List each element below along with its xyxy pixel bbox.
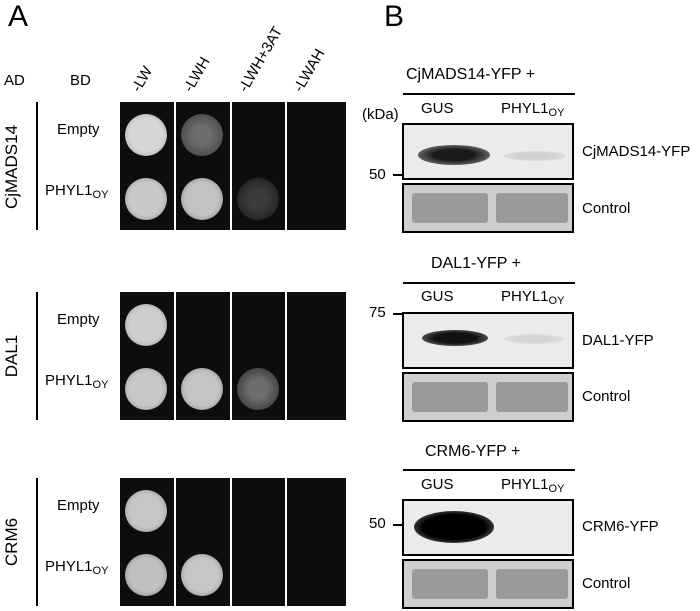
group-label-dal1: DAL1 — [2, 334, 21, 378]
panel-b-letter: B — [384, 0, 405, 33]
yeast-plate-dal1 — [120, 292, 346, 420]
bd-label-phyl1: PHYL1OY — [45, 372, 109, 391]
group-bar-dal1 — [36, 292, 38, 420]
column-header-lwah: -LWAH — [290, 46, 329, 95]
western-blot-crm6 — [402, 499, 574, 556]
lane-label-phyl1: PHYL1OY — [501, 100, 565, 119]
colony-lw-empty — [125, 304, 167, 346]
protein-label: CjMADS14-YFP — [582, 143, 691, 160]
blot-title: CjMADS14-YFP + — [406, 66, 536, 83]
western-blot-cjmads14 — [402, 123, 574, 180]
control-label: Control — [582, 388, 631, 405]
bd-header: BD — [70, 72, 91, 89]
western-blot-dal1 — [402, 312, 574, 369]
control-blot — [402, 372, 574, 422]
yeast-plate-crm6 — [120, 478, 346, 606]
marker-label: 50 — [369, 515, 386, 532]
ad-header: AD — [4, 72, 25, 89]
control-blot — [402, 183, 574, 233]
colony-lw-empty — [125, 114, 167, 156]
colony-lwh-phyl1 — [181, 178, 223, 220]
marker-label: 50 — [369, 166, 386, 183]
bd-label-empty: Empty — [57, 121, 100, 138]
control-label: Control — [582, 575, 631, 592]
colony-lw-phyl1 — [125, 554, 167, 596]
blot-title: DAL1-YFP + — [431, 255, 521, 272]
colony-lw-empty — [125, 490, 167, 532]
colony-lw-phyl1 — [125, 368, 167, 410]
protein-label: DAL1-YFP — [582, 332, 654, 349]
column-header-lwh: -LWH — [180, 54, 214, 95]
kda-label: (kDa) — [362, 106, 399, 123]
control-blot — [402, 559, 574, 609]
colony-3at-phyl1 — [237, 368, 279, 410]
yeast-plate-cjmads14 — [120, 102, 346, 230]
column-header-lwh-3at: -LWH+3AT — [235, 23, 287, 95]
control-label: Control — [582, 200, 631, 217]
marker-tick — [393, 524, 403, 526]
bd-label-empty: Empty — [57, 311, 100, 328]
colony-lwh-empty — [181, 114, 223, 156]
group-label-crm6: CRM6 — [2, 517, 21, 567]
blot-title-rule — [403, 282, 575, 284]
lane-label-phyl1: PHYL1OY — [501, 288, 565, 307]
panel-a-letter: A — [8, 0, 29, 33]
colony-lwh-phyl1 — [181, 554, 223, 596]
group-bar-cjmads14 — [36, 102, 38, 230]
colony-3at-phyl1 — [237, 178, 279, 220]
bd-label-empty: Empty — [57, 497, 100, 514]
group-bar-crm6 — [36, 478, 38, 606]
group-label-cjmads14: CjMADS14 — [2, 124, 21, 210]
blot-title-rule — [403, 469, 575, 471]
lane-label-phyl1: PHYL1OY — [501, 476, 565, 495]
column-header-lw: -LW — [128, 63, 157, 95]
lane-label-gus: GUS — [421, 476, 454, 493]
marker-label: 75 — [369, 304, 386, 321]
blot-title-rule — [403, 93, 575, 95]
colony-lwh-phyl1 — [181, 368, 223, 410]
bd-label-phyl1: PHYL1OY — [45, 182, 109, 201]
lane-label-gus: GUS — [421, 288, 454, 305]
bd-label-phyl1: PHYL1OY — [45, 558, 109, 577]
blot-title: CRM6-YFP + — [425, 443, 521, 460]
marker-tick — [393, 174, 403, 176]
colony-lw-phyl1 — [125, 178, 167, 220]
protein-label: CRM6-YFP — [582, 518, 659, 535]
lane-label-gus: GUS — [421, 100, 454, 117]
marker-tick — [393, 313, 403, 315]
